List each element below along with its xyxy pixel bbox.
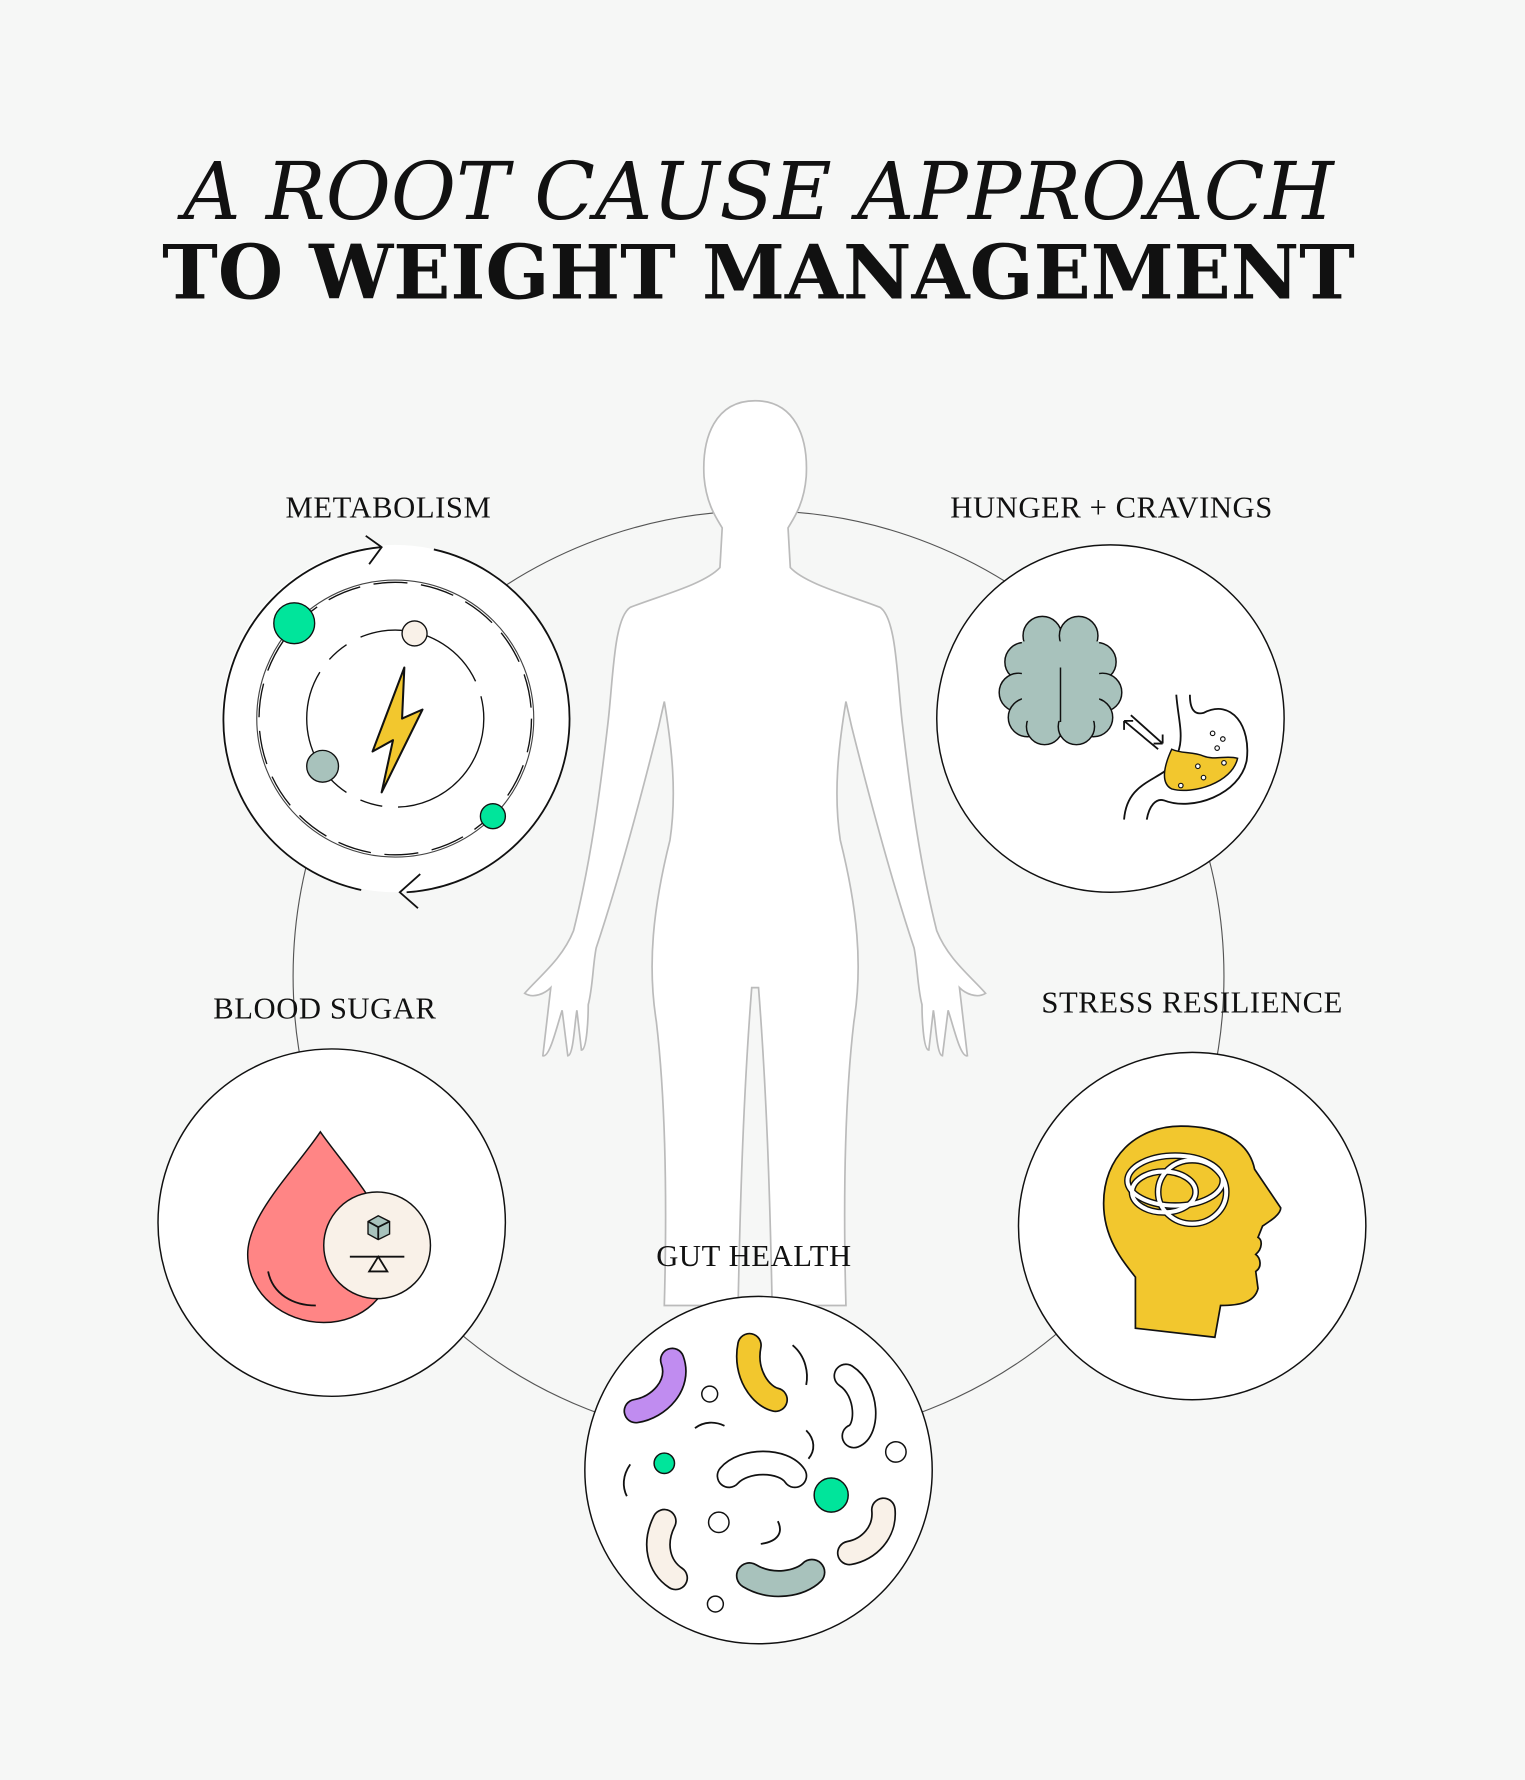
tangled-head-icon [1017, 1051, 1367, 1401]
hunger-cravings-factor: HUNGER + CRAVINGS [936, 491, 1285, 894]
title-line-2: TO WEIGHT MANAGEMENT [162, 229, 1355, 317]
stress-resilience-label: STRESS RESILIENCE [1041, 986, 1343, 1020]
hunger-cravings-label: HUNGER + CRAVINGS [950, 491, 1273, 525]
metabolism-cycle-icon [221, 535, 571, 909]
blood-drop-sugar-icon [157, 1048, 507, 1398]
microbiome-icon [584, 1295, 933, 1645]
brain-icon [998, 615, 1123, 746]
metabolism-label: METABOLISM [286, 491, 492, 525]
gut-health-label: GUT HEALTH [656, 1239, 851, 1273]
stomach-icon [1123, 694, 1249, 820]
blood-sugar-factor: BLOOD SUGAR [157, 991, 507, 1398]
blood-sugar-label: BLOOD SUGAR [213, 991, 436, 1025]
title-line-1: A ROOT CAUSE APPROACH [176, 145, 1335, 238]
body-silhouette [523, 399, 987, 1307]
brain-stomach-icon [936, 544, 1285, 894]
metabolism-factor: METABOLISM [221, 491, 571, 909]
gut-health-factor: GUT HEALTH [584, 1239, 933, 1645]
stress-resilience-factor: STRESS RESILIENCE [1017, 986, 1367, 1401]
